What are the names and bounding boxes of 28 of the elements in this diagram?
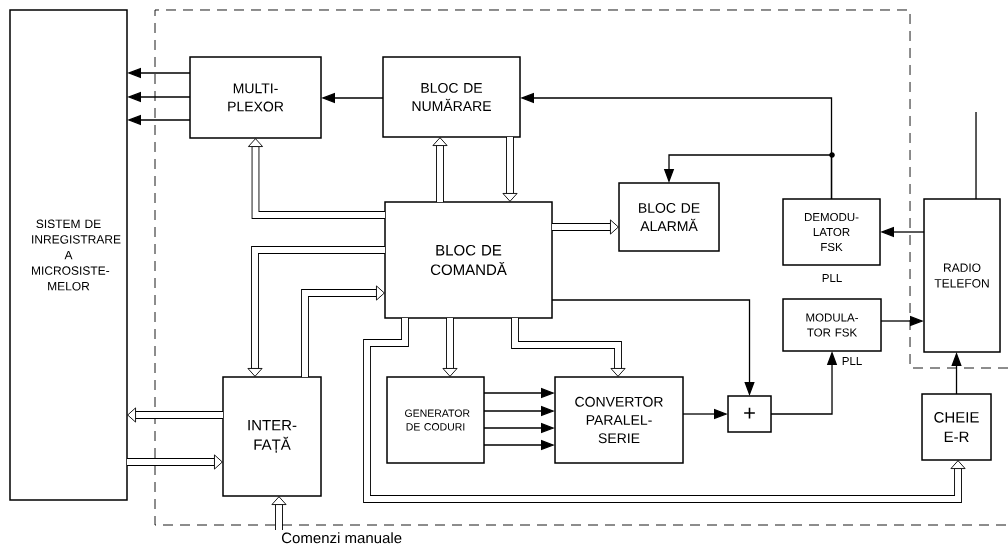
block-box: SISTEM DE INREGISTRARE A MICROSISTE- MELOR (9, 9, 128, 501)
bus-arrow (432, 137, 448, 202)
block-box: BLOC DE ALARMĂ (618, 182, 720, 252)
bus-arrow (502, 137, 518, 202)
bus-arrow (247, 246, 385, 377)
bus-arrow (511, 318, 626, 377)
beside-label: PLL (822, 274, 842, 282)
block-box: RADIO TELEFON (923, 198, 1001, 353)
block-box: INTER- FAȚĂ (222, 376, 322, 497)
bus-arrow (442, 318, 458, 377)
summing-box: + (727, 395, 772, 433)
bus-arrow (247, 138, 385, 219)
bus-arrow (301, 285, 385, 377)
block-box: CHEIE E-R (921, 393, 992, 461)
block-box: GENERATOR DE CODURI (386, 376, 485, 464)
bus-arrow (552, 219, 619, 235)
bus-arrow (127, 454, 223, 470)
bus-arrow (127, 407, 223, 423)
bus-arrow (363, 318, 966, 503)
block-box: DEMODU- LATOR FSK (782, 198, 881, 266)
input-label: Comenzi manuale (281, 532, 402, 544)
block-box: MULTI- PLEXOR (189, 56, 322, 139)
beside-label: PLL (842, 357, 862, 365)
block-box: BLOC DE COMANDĂ (384, 201, 553, 319)
block-box: BLOC DE NUMĂRARE (382, 56, 521, 138)
block-box: MODULA- TOR FSK (782, 298, 882, 352)
block-box: CONVERTOR PARALEL- SERIE (554, 376, 684, 464)
bus-arrow (271, 496, 287, 530)
